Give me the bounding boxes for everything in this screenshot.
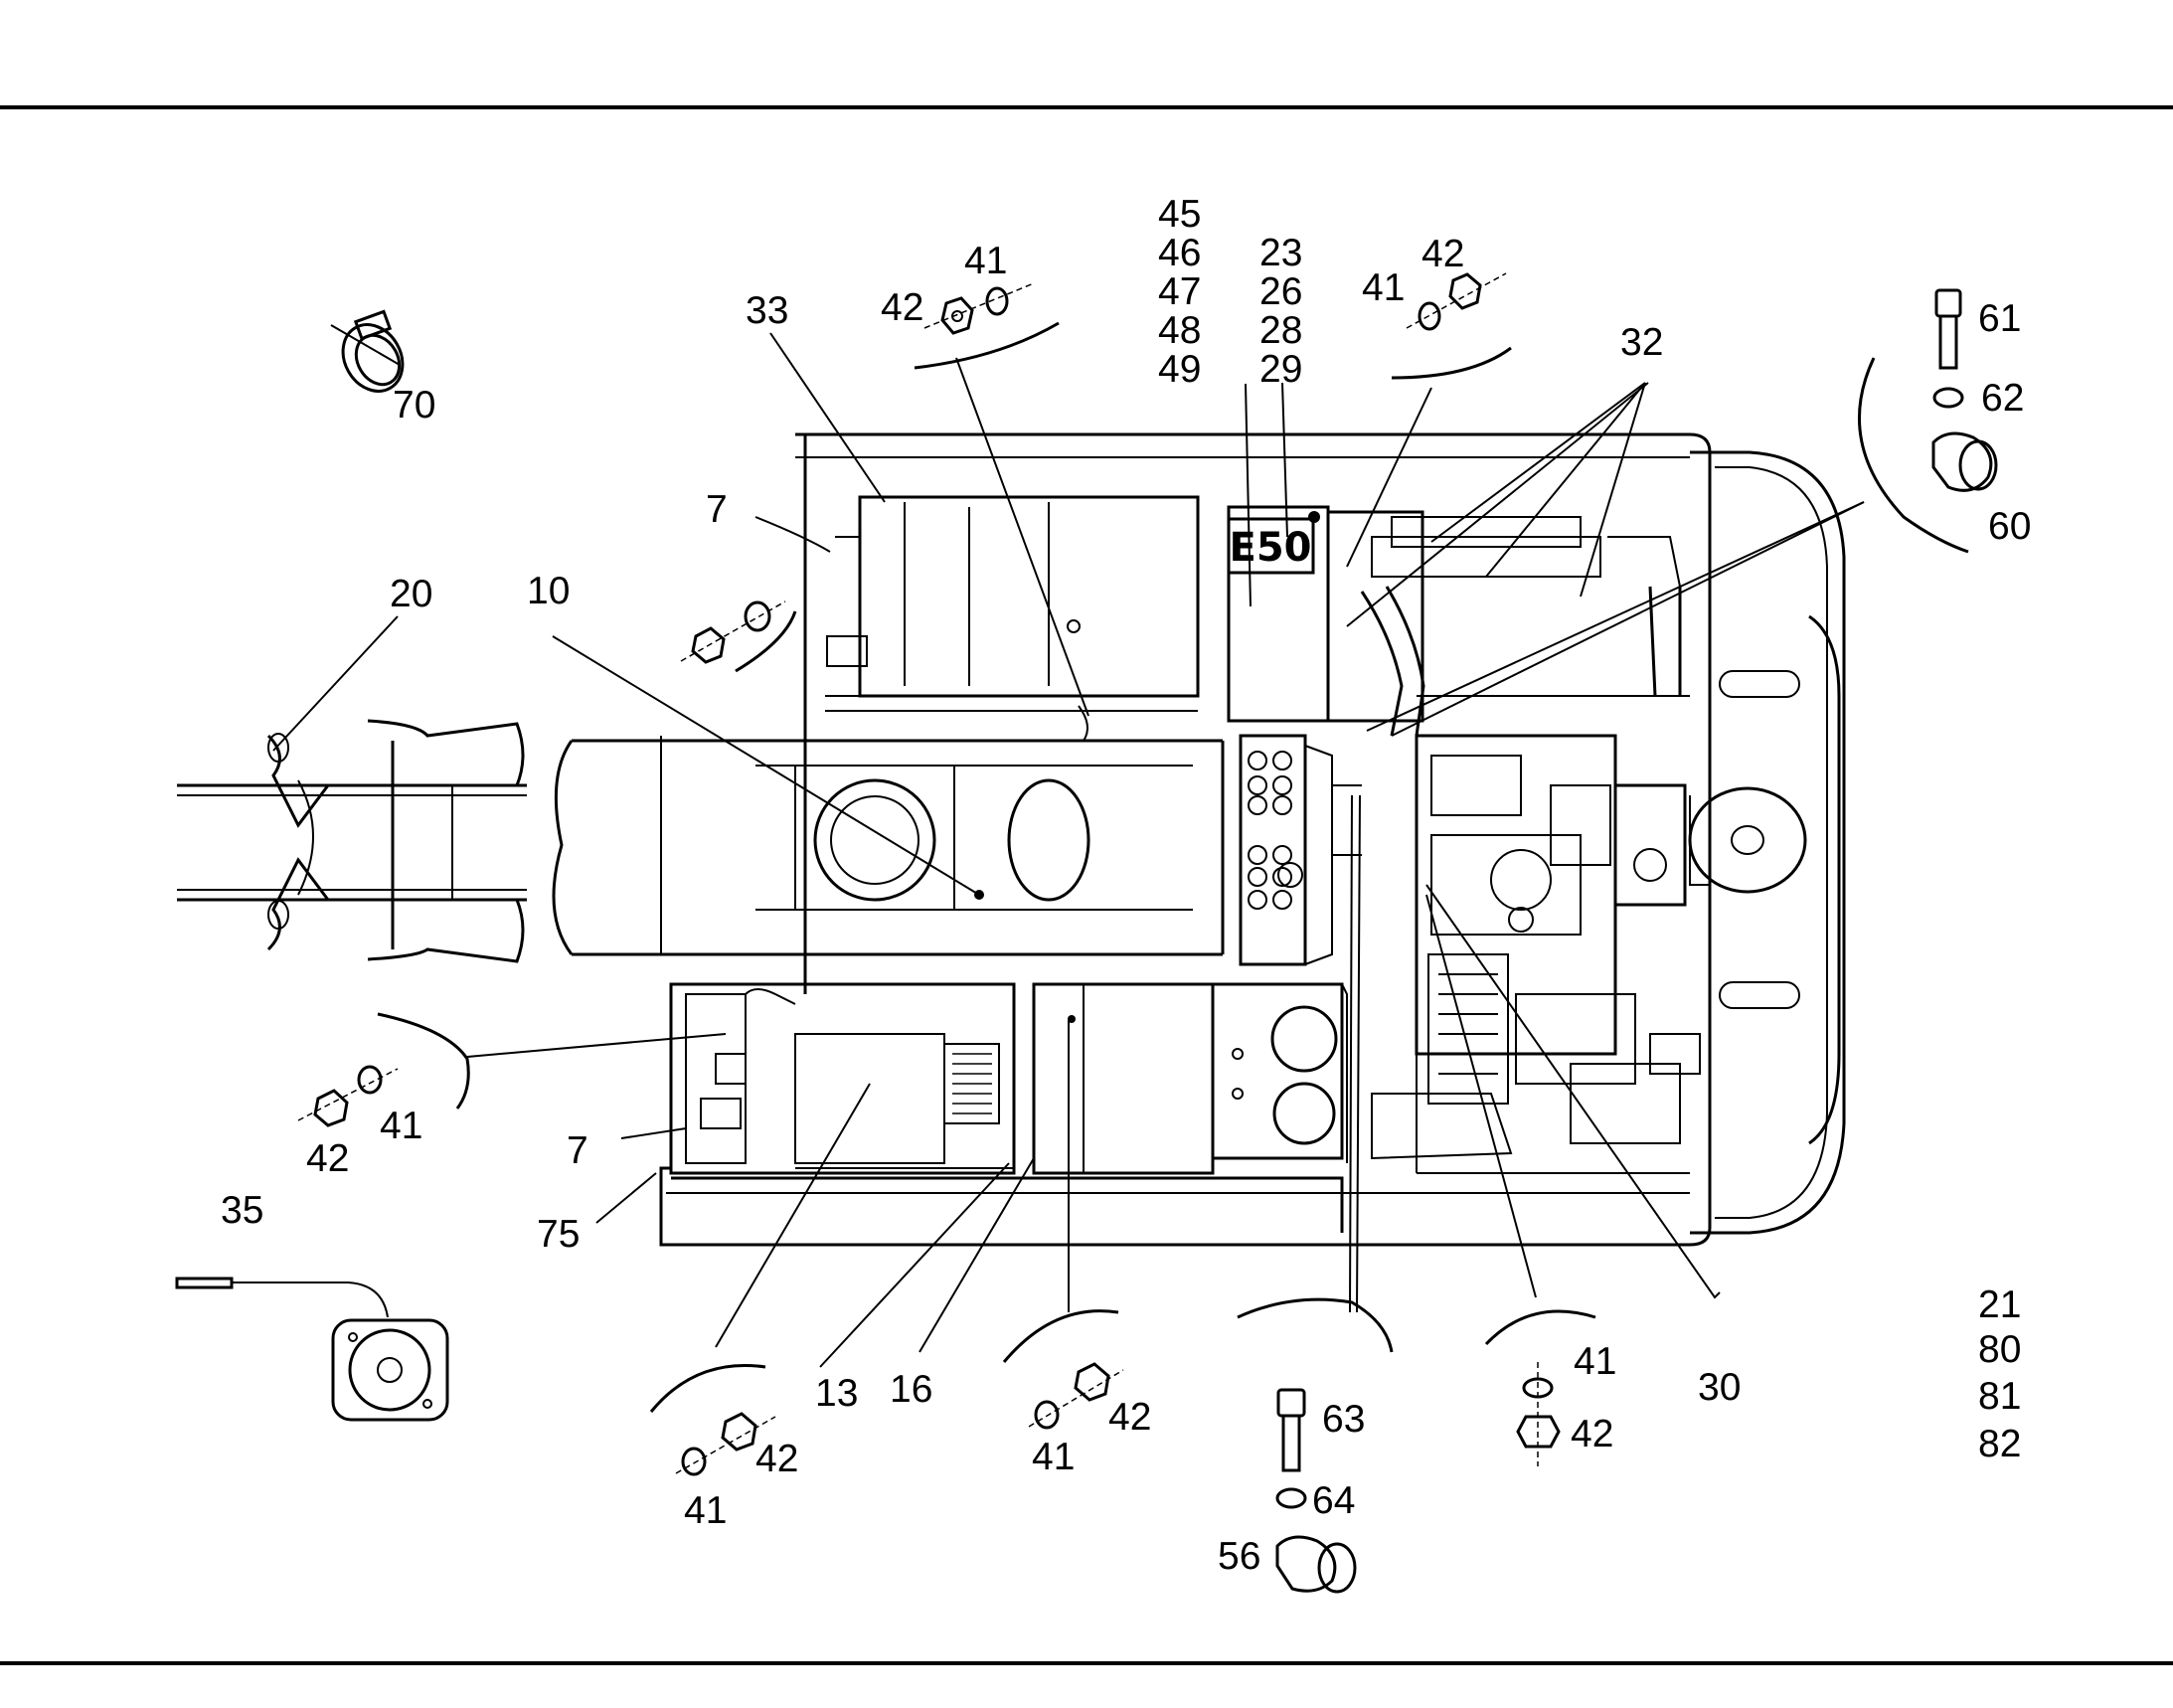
callout-41-bottom-2: 41 bbox=[1032, 1436, 1075, 1478]
callout-56: 56 bbox=[1218, 1535, 1260, 1578]
callout-21: 21 bbox=[1978, 1283, 2021, 1326]
callout-42-top-mid: 42 bbox=[1421, 233, 1464, 275]
callout-28: 28 bbox=[1259, 309, 1302, 352]
callout-61: 61 bbox=[1978, 297, 2021, 340]
callout-80: 80 bbox=[1978, 1328, 2021, 1371]
nut-washer-bottom-2 bbox=[1002, 1309, 1124, 1430]
callout-75: 75 bbox=[537, 1213, 580, 1256]
hose-clamp-icon bbox=[341, 309, 405, 393]
callout-33: 33 bbox=[746, 289, 788, 332]
nut-washer-top-left bbox=[914, 282, 1060, 370]
tank-compartment bbox=[825, 495, 1200, 742]
callout-81: 81 bbox=[1978, 1375, 2021, 1418]
callout-7-lower: 7 bbox=[567, 1129, 588, 1172]
callout-42-left: 42 bbox=[306, 1137, 349, 1180]
callout-41-top-left: 41 bbox=[964, 240, 1007, 282]
callout-41-bottom-1: 41 bbox=[684, 1489, 727, 1532]
callout-49: 49 bbox=[1158, 348, 1201, 391]
callout-62: 62 bbox=[1981, 377, 2024, 420]
nut-washer-lower-left bbox=[297, 1012, 470, 1127]
callout-16: 16 bbox=[890, 1368, 932, 1411]
callout-labels: 70 33 7 20 10 41 42 45 46 47 48 49 23 26… bbox=[221, 193, 2031, 1578]
callout-46: 46 bbox=[1158, 232, 1201, 274]
callout-32: 32 bbox=[1620, 321, 1663, 364]
callout-41-top-mid: 41 bbox=[1362, 266, 1405, 309]
callout-23: 23 bbox=[1259, 232, 1302, 274]
bolt-clamp-bottom bbox=[1237, 1297, 1394, 1594]
engine-block bbox=[1360, 516, 1807, 1174]
nut-washer-bottom-1 bbox=[649, 1363, 776, 1476]
callout-70: 70 bbox=[393, 384, 435, 427]
callout-60: 60 bbox=[1988, 505, 2031, 548]
callout-10: 10 bbox=[527, 570, 570, 612]
callout-42-bottom-2: 42 bbox=[1108, 1396, 1151, 1439]
nut-washer-left bbox=[680, 600, 797, 673]
e50-badge-text: E50 bbox=[1230, 525, 1312, 571]
bolt-clamp-right bbox=[1857, 288, 1998, 554]
callout-30: 30 bbox=[1698, 1366, 1741, 1409]
sensor-icon bbox=[175, 1277, 449, 1422]
boom-assembly bbox=[177, 719, 1225, 963]
callout-29: 29 bbox=[1259, 348, 1302, 391]
leader-lines bbox=[272, 324, 1865, 1368]
callout-41-bottom-3: 41 bbox=[1574, 1340, 1616, 1383]
callout-42-bottom-3: 42 bbox=[1571, 1413, 1613, 1455]
callout-47: 47 bbox=[1158, 270, 1201, 313]
callout-41-left: 41 bbox=[380, 1105, 422, 1147]
callout-13: 13 bbox=[815, 1372, 858, 1415]
callout-82: 82 bbox=[1978, 1423, 2021, 1465]
callout-63: 63 bbox=[1322, 1398, 1365, 1441]
callout-26: 26 bbox=[1259, 270, 1302, 313]
callout-35: 35 bbox=[221, 1189, 263, 1232]
callout-42-top-left: 42 bbox=[881, 286, 923, 329]
callout-45: 45 bbox=[1158, 193, 1201, 236]
hydraulic-pump-area bbox=[669, 982, 1348, 1175]
callout-64: 64 bbox=[1312, 1479, 1355, 1522]
callout-7-top: 7 bbox=[706, 488, 728, 531]
nut-washer-bottom-3 bbox=[1484, 1309, 1596, 1466]
nut-washer-top-mid bbox=[1391, 272, 1512, 380]
e50-label: E50 bbox=[1227, 511, 1320, 575]
callout-48: 48 bbox=[1158, 309, 1201, 352]
callout-42-bottom-1: 42 bbox=[755, 1438, 798, 1480]
machine-frame bbox=[659, 432, 1846, 1247]
callout-20: 20 bbox=[390, 573, 432, 615]
